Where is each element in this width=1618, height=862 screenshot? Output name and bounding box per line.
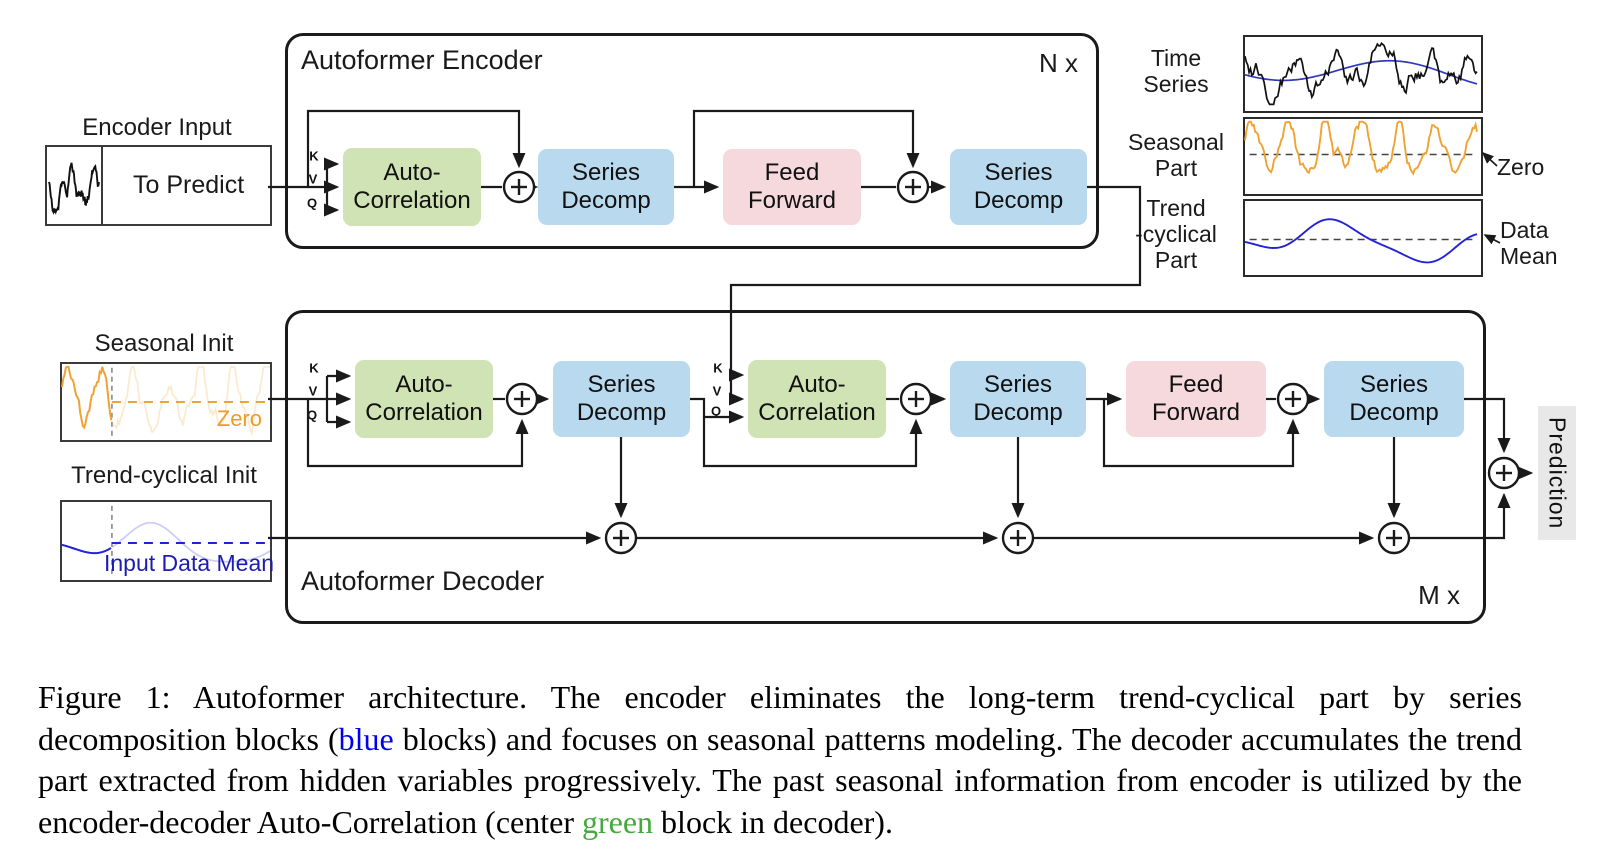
encoder-series-decomp-2-block: Series Decomp	[950, 149, 1087, 225]
seasonal-init-plot	[62, 364, 270, 440]
decoder-feed-forward-block: Feed Forward	[1126, 361, 1266, 437]
zero-annotation: Zero	[1497, 154, 1545, 180]
block-label-line: Correlation	[758, 399, 876, 426]
history-curve	[49, 163, 99, 213]
encoder-v-label: V	[308, 171, 318, 187]
block-label-line: Correlation	[365, 399, 483, 426]
trend-observed-curve	[62, 545, 111, 553]
block-label-line: Forward	[1151, 399, 1241, 426]
seasonal-part-legend-label: Seasonal Part	[1116, 129, 1236, 182]
caption-green-word: green	[581, 803, 654, 840]
legend-line: Part	[1154, 154, 1198, 181]
block-label-line: Decomp	[973, 399, 1063, 426]
prediction-output: Prediction	[1538, 406, 1576, 540]
zero-pointer-arrow	[1481, 151, 1498, 167]
block-label-line: Feed	[764, 159, 820, 187]
trend-init-label: Trend-cyclical Init	[71, 462, 257, 489]
block-label-line: Decomp	[1349, 399, 1439, 426]
encoder-input-history-pane	[47, 147, 103, 224]
block-label-line: Series	[983, 371, 1053, 399]
seasonal-faded-curve	[113, 367, 270, 433]
trend-part-plot-box	[1243, 199, 1483, 277]
encoder-input-box: To Predict	[45, 145, 272, 226]
seasonal-init-zero-annotation: Zero	[216, 406, 262, 431]
seasonal-init-label: Seasonal Init	[94, 330, 234, 357]
caption-text: Figure 1: Autoformer architecture. The e…	[38, 679, 1522, 757]
time-series-plot	[1245, 37, 1477, 107]
block-label-line: Auto-	[383, 159, 441, 187]
trend-curve	[1245, 219, 1477, 262]
seasonal-curve	[1245, 122, 1477, 174]
caption-blue-word: blue	[338, 720, 394, 757]
encoder-repeat-label: N x	[1039, 48, 1078, 78]
seasonal-part-plot	[1245, 119, 1477, 190]
block-label-line: Correlation	[353, 187, 471, 214]
block-label-line: Feed	[1168, 371, 1224, 399]
legend-line: Trend	[1146, 195, 1206, 221]
decoder-title: Autoformer Decoder	[301, 566, 545, 596]
trend-faded-curve	[113, 523, 270, 562]
decoder-q-label: Q	[306, 407, 318, 423]
encoder-feed-forward-block: Feed Forward	[723, 149, 861, 225]
legend-line: Part	[1154, 246, 1198, 273]
decoder-v-label: V	[308, 383, 318, 399]
time-series-plot-box	[1243, 35, 1483, 113]
encoder-title: Autoformer Encoder	[301, 45, 543, 75]
data-mean-pointer-arrow	[1483, 234, 1501, 245]
data-mean-annotation: Data Mean	[1500, 217, 1558, 270]
caption-text: blocks) and focuses on seasonal patterns…	[38, 720, 1523, 840]
block-label-line: Decomp	[973, 187, 1064, 214]
block-label-line: Auto-	[395, 371, 453, 399]
block-label-line: Auto-	[788, 371, 846, 399]
decoder-cross-v-label: V	[712, 383, 722, 399]
legend-line: -cyclical	[1135, 220, 1217, 247]
trend-init-box: Input Data Mean	[60, 500, 275, 582]
trend-init-mean-annotation: Input Data Mean	[104, 550, 275, 576]
trend-init-plot	[62, 502, 270, 580]
sum-node	[1487, 456, 1521, 490]
seasonal-observed-curve	[62, 367, 111, 428]
decoder-k-label: K	[309, 360, 319, 376]
encoder-series-decomp-1-block: Series Decomp	[538, 149, 674, 225]
legend-line: Mean	[1500, 242, 1558, 269]
decoder-series-decomp-3-block: Series Decomp	[1324, 361, 1464, 437]
encoder-q-label: Q	[306, 195, 318, 211]
block-label-line: Series	[1359, 371, 1429, 399]
time-series-legend-label: Time Series	[1116, 45, 1236, 98]
to-predict-label: To Predict	[133, 171, 245, 199]
trend-part-legend-label: Trend -cyclical Part	[1116, 195, 1236, 273]
block-label-line: Decomp	[561, 187, 651, 214]
raw-series-curve	[1245, 43, 1477, 104]
encoder-auto-correlation-block: Auto- Correlation	[343, 148, 481, 226]
legend-line: Data	[1500, 217, 1549, 243]
block-label-line: Series	[984, 159, 1053, 187]
block-label-line: Forward	[747, 187, 837, 214]
block-label-line: Series	[571, 159, 641, 187]
legend-line: Series	[1143, 70, 1209, 97]
figure-caption: Figure 1: Autoformer architecture. The e…	[38, 677, 1522, 843]
legend-line: Seasonal	[1128, 129, 1224, 155]
trend-part-plot	[1245, 201, 1477, 271]
block-label-line: Decomp	[576, 399, 667, 426]
decoder-series-decomp-1-block: Series Decomp	[553, 361, 690, 437]
encoder-input-label: Encoder Input	[82, 114, 232, 141]
seasonal-part-plot-box	[1243, 117, 1483, 196]
decoder-repeat-label: M x	[1418, 580, 1460, 610]
encoder-k-label: K	[309, 148, 319, 164]
decoder-cross-q-label: Q	[710, 403, 722, 419]
caption-text: block in decoder).	[653, 803, 893, 840]
prediction-label: Prediction	[1544, 416, 1571, 530]
encoder-input-waveform	[49, 155, 99, 215]
decoder-cross-k-label: K	[713, 360, 723, 376]
seasonal-init-box: Zero	[60, 362, 272, 442]
block-label-line: Series	[587, 371, 656, 399]
decoder-auto-correlation-1-block: Auto- Correlation	[355, 360, 493, 438]
decoder-auto-correlation-2-block: Auto- Correlation	[748, 360, 886, 438]
decoder-series-decomp-2-block: Series Decomp	[950, 361, 1086, 437]
legend-line: Time	[1150, 45, 1202, 71]
